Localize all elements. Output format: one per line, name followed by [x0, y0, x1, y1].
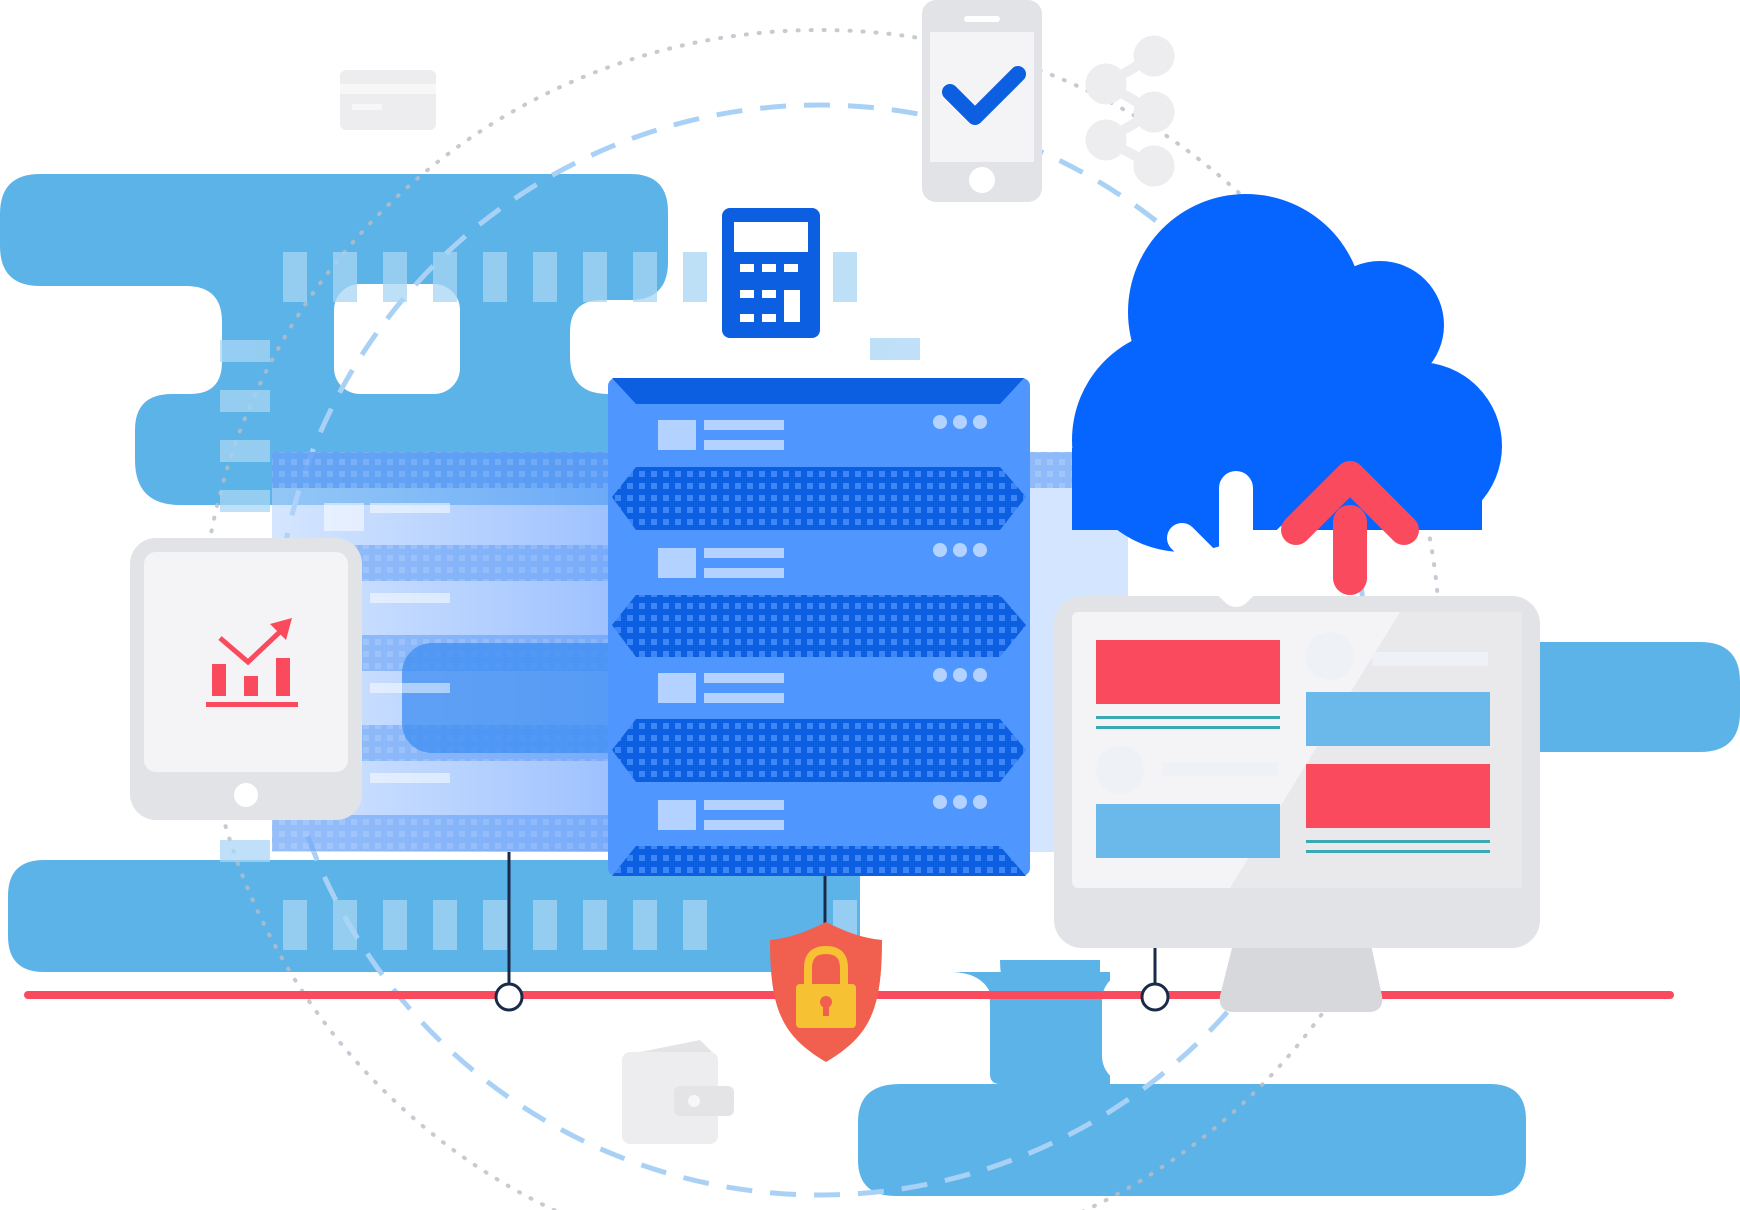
band-hole-left — [334, 284, 460, 394]
server-unit — [612, 668, 1026, 782]
server-rack-icon — [608, 378, 1030, 876]
share-icon — [1085, 35, 1175, 187]
background-rack — [272, 452, 1128, 852]
wallet-icon — [622, 1040, 734, 1144]
security-shield-lock-icon — [770, 922, 882, 1062]
band-connector — [980, 972, 1110, 1084]
band-lower-right — [858, 1084, 1526, 1196]
connector-node — [1140, 982, 1170, 1012]
band-right — [1520, 642, 1740, 752]
connector-node — [494, 982, 524, 1012]
growth-chart-icon — [206, 618, 298, 707]
server-unit — [612, 543, 1026, 657]
download-arrow-icon — [1167, 471, 1305, 607]
smartphone-icon — [922, 0, 1042, 202]
server-unit — [612, 415, 1026, 530]
background-bands — [0, 174, 1740, 1196]
credit-card-icon — [340, 70, 436, 130]
calculator-icon — [722, 208, 820, 338]
tablet-icon — [130, 538, 362, 820]
server-unit — [612, 795, 1026, 876]
desktop-monitor-icon — [1054, 596, 1540, 1012]
checkmark-icon — [942, 66, 1026, 125]
cloud-icon — [1072, 194, 1502, 552]
upload-arrow-icon — [1281, 461, 1419, 595]
